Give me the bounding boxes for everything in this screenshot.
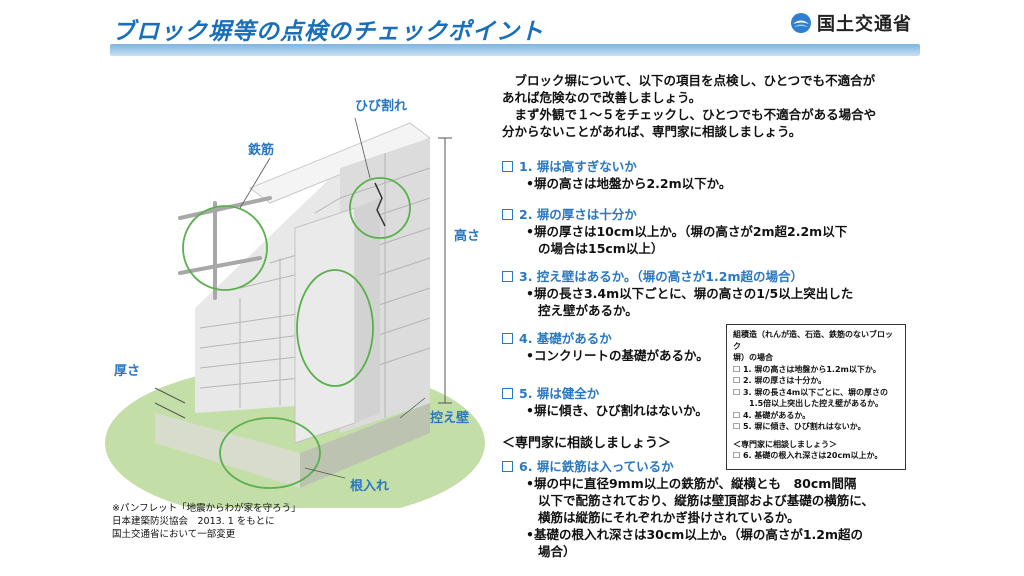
page-title: ブロック塀等の点検のチェックポイント (112, 19, 544, 45)
crack (374, 182, 386, 227)
mlit-logo: 国土交通省 (790, 10, 912, 36)
checkbox[interactable] (502, 271, 513, 282)
label-height: 高さ (454, 228, 480, 244)
side-box-item: ☐ 3. 塀の長さ4m以下ごとに、塀の厚さの (733, 387, 889, 397)
rebar-horizontal (178, 196, 272, 220)
label-buttress: 控え壁 (430, 410, 469, 426)
buttress-circle (296, 269, 374, 387)
checkbox[interactable] (502, 388, 513, 399)
side-box-title: 組積造（れんが造、石造、鉄筋のないブロック (733, 330, 893, 351)
checkbox[interactable] (502, 209, 513, 220)
check-item-4: 4. 基礎があるか •コンクリートの基礎があるか。 (502, 330, 709, 364)
mlit-logo-icon (791, 13, 811, 33)
crack-circle (349, 177, 411, 239)
logo-text: 国土交通省 (817, 14, 912, 35)
intro-text: ブロック塀について、以下の項目を点検し、ひとつでも不適合が あれば危険なので改善… (502, 73, 877, 139)
label-rebar: 鉄筋 (248, 142, 274, 158)
title-rule (110, 44, 920, 56)
block-wall-illustration: ひび割れ 鉄筋 高さ 厚さ 控え壁 根入れ (105, 98, 485, 508)
side-box-item: ☐ 1. 塀の高さは地盤から1.2m以下か。 (733, 364, 881, 374)
side-box-item: ☐ 4. 基礎があるか。 (733, 410, 811, 420)
label-embed: 根入れ (350, 478, 389, 494)
check-item-1: 1. 塀は高すぎないか •塀の高さは地盤から2.2m以下か。 (502, 158, 731, 192)
check-item-2: 2. 塀の厚さは十分か •塀の厚さは10cm以上か。（塀の高さが2m超2.2m以… (502, 206, 847, 257)
checkbox[interactable] (502, 333, 513, 344)
label-thickness: 厚さ (114, 363, 140, 379)
side-box-item: ☐ 5. 塀に傾き、ひび割れはないか。 (733, 422, 866, 431)
side-box-consult: ＜専門家に相談しましょう＞ (733, 439, 837, 449)
check-item-5: 5. 塀は健全か •塀に傾き、ひび割れはないか。 (502, 385, 708, 419)
check-item-3: 3. 控え壁はあるか。（塀の高さが1.2m超の場合） •塀の長さ3.4m以下ごと… (502, 268, 853, 319)
label-crack: ひび割れ (355, 98, 407, 114)
source-note: ※パンフレット「地震からわが家を守ろう」 日本建築防災協会 2013. 1 をも… (112, 503, 301, 540)
checkbox[interactable] (502, 161, 513, 172)
rebar-circle (182, 205, 268, 291)
side-box-item: ☐ 6. 基礎の根入れ深さは20cm以上か。 (733, 451, 883, 460)
masonry-checklist-box: 組積造（れんが造、石造、鉄筋のないブロック 塀）の場合 ☐ 1. 塀の高さは地盤… (726, 324, 906, 470)
embed-circle (219, 417, 321, 489)
consult-heading: ＜専門家に相談しましょう＞ (502, 436, 672, 451)
buttress (294, 207, 356, 444)
side-box-item: ☐ 2. 塀の厚さは十分か。 (733, 376, 827, 385)
checkbox[interactable] (502, 461, 513, 472)
check-item-6: 6. 塀に鉄筋は入っているか •塀の中に直径9mm以上の鉄筋が、縦横とも 80c… (502, 458, 874, 560)
